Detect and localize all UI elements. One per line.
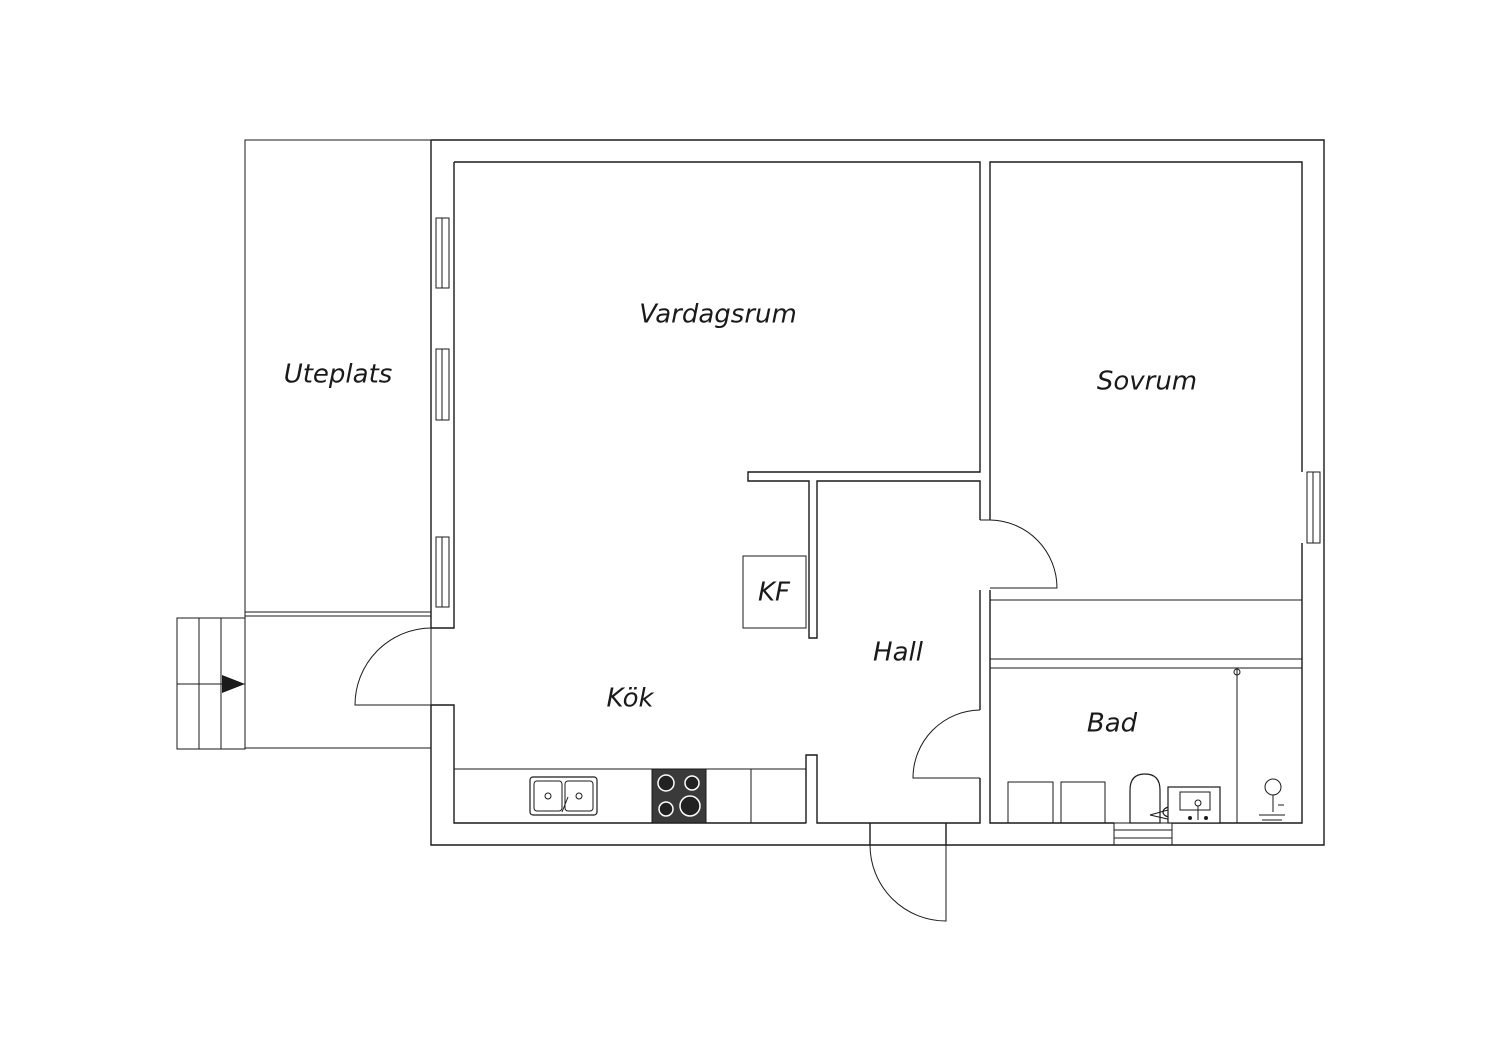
- closet-box: [742, 555, 807, 629]
- dryer-icon: [1060, 781, 1106, 824]
- washer-icon: [1007, 781, 1054, 824]
- sink-icon: [529, 776, 598, 816]
- room-label-uteplats: Uteplats: [284, 360, 393, 390]
- room-label-sovrum: Sovrum: [1097, 367, 1197, 397]
- kitchen-counter: [453, 768, 807, 824]
- doors: [354, 519, 1058, 922]
- bathroom-fixtures: [1007, 668, 1285, 846]
- shower-head-icon: [1259, 778, 1285, 821]
- patio-area: [244, 139, 432, 749]
- room-label-kok: Kök: [606, 684, 654, 714]
- room-label-vardagsrum: Vardagsrum: [639, 300, 797, 330]
- stove-icon: [651, 768, 707, 824]
- entrance-steps: [176, 617, 246, 750]
- shower-curtain: [1233, 668, 1241, 823]
- windows: [435, 217, 1321, 608]
- washbasin-icon: [1167, 786, 1221, 824]
- bedroom-wardrobe: [989, 599, 1303, 669]
- room-label-kf: KF: [758, 578, 791, 608]
- arrow-right-icon: [222, 675, 245, 693]
- room-label-hall: Hall: [873, 638, 924, 668]
- room-label-bad: Bad: [1087, 709, 1138, 739]
- outer-walls: [430, 139, 1325, 846]
